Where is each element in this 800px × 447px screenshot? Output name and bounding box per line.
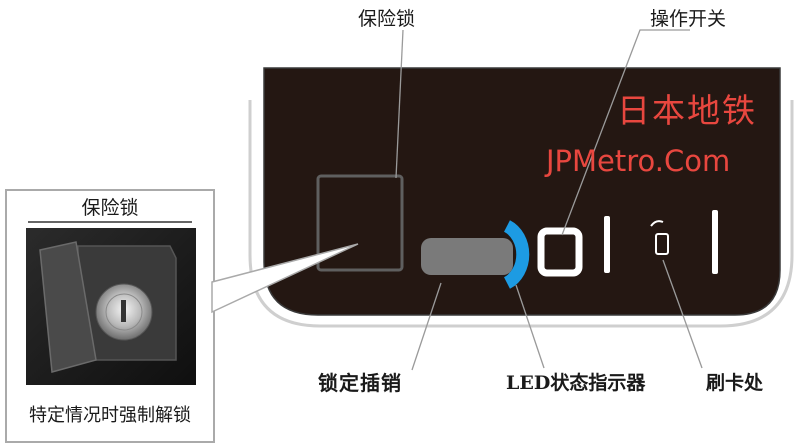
right-indicator-bar (712, 210, 718, 274)
lock-pin (421, 238, 513, 275)
label-card-reader: 刷卡处 (706, 372, 763, 394)
label-lock-pin: 锁定插销 (318, 372, 402, 394)
label-safety-lock: 保险锁 (358, 8, 415, 30)
inset-caption: 特定情况时强制解锁 (6, 405, 214, 427)
switch-on-symbol (604, 216, 610, 273)
watermark-line1: 日本地铁 (617, 92, 757, 130)
lock-keyhole (121, 300, 126, 322)
inset-title: 保险锁 (6, 197, 214, 219)
label-led-indicator: LED状态指示器 (506, 372, 645, 394)
label-operation-switch: 操作开关 (650, 8, 726, 30)
watermark-line2: JPMetro.Com (546, 144, 730, 178)
